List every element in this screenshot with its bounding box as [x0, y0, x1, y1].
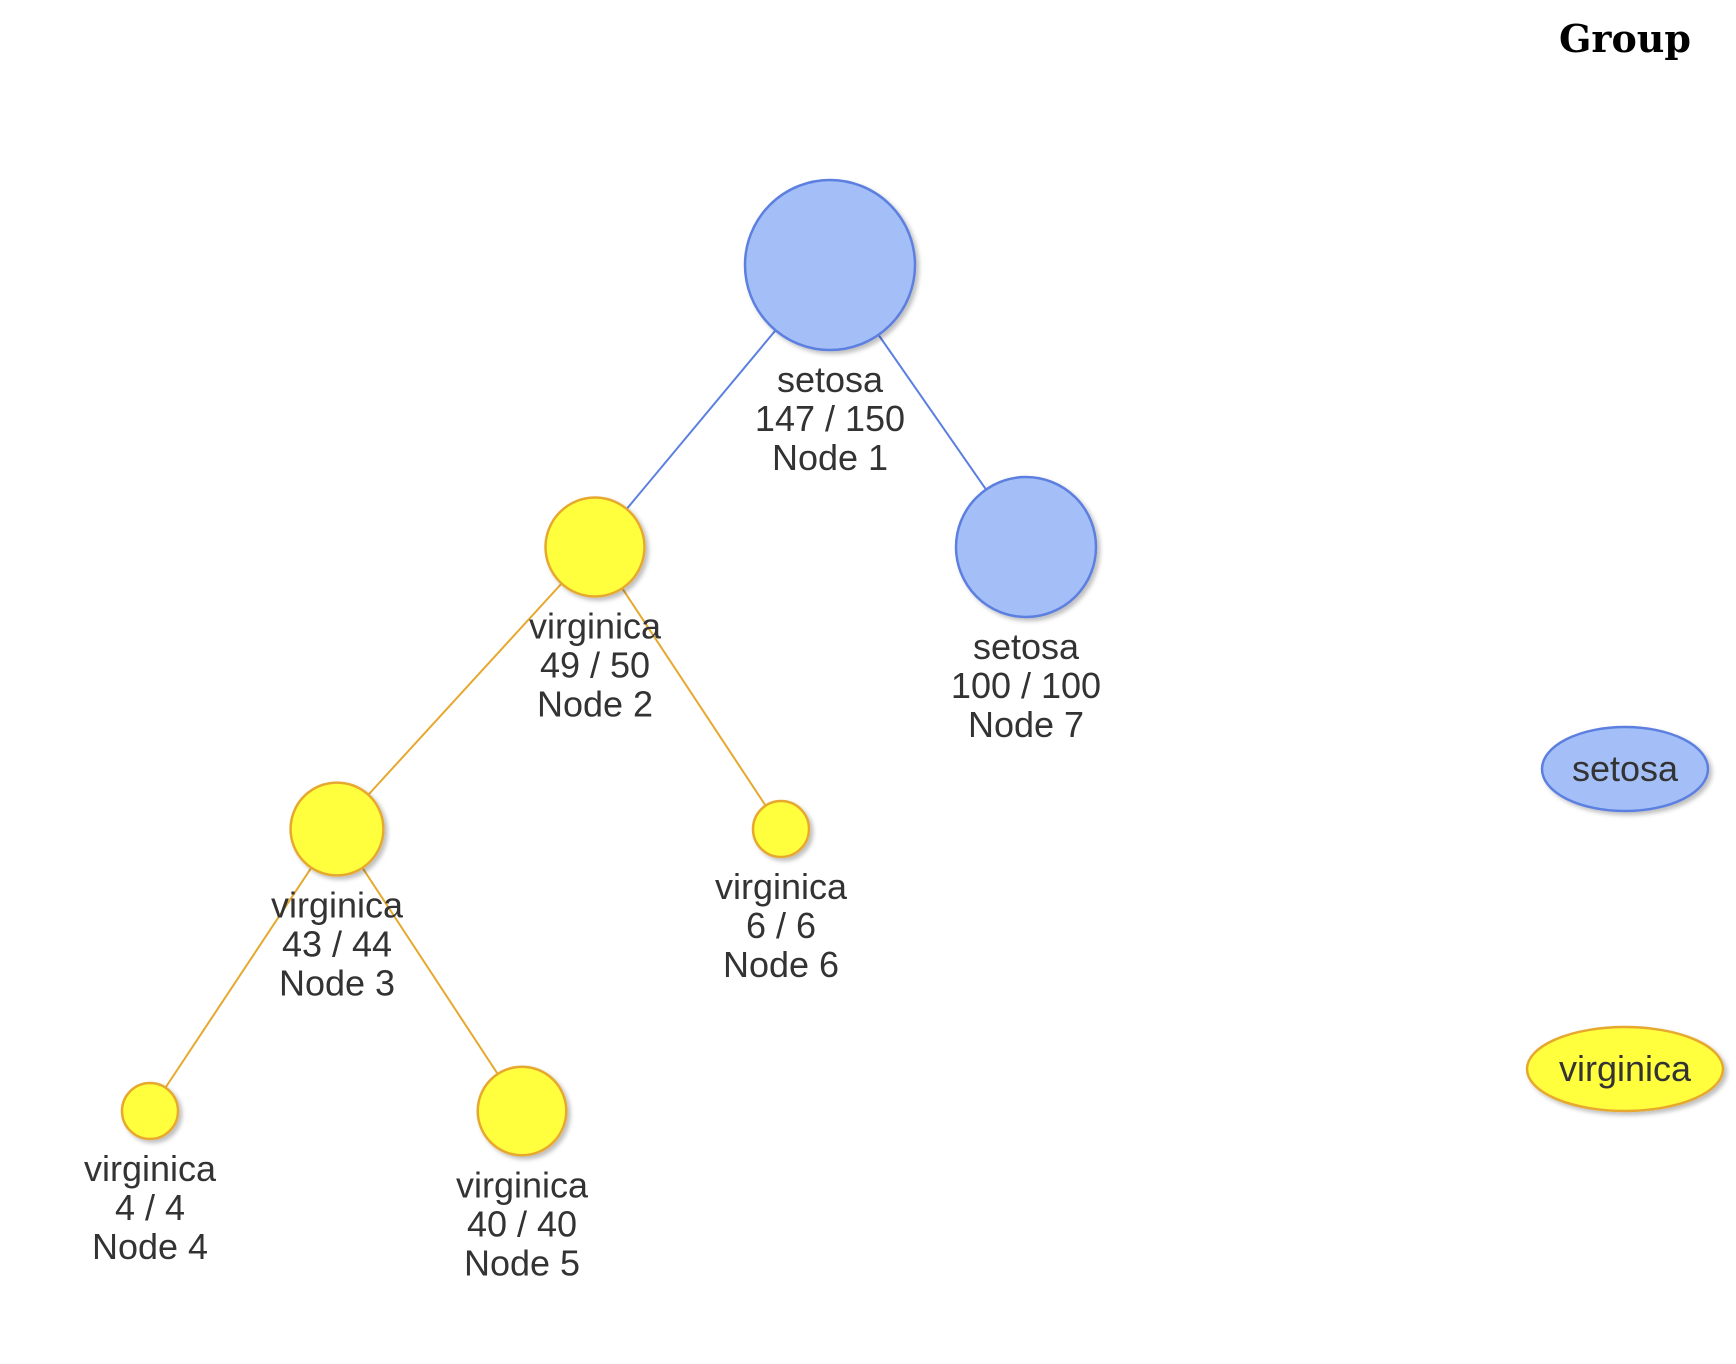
node-count-label: 100 / 100	[951, 665, 1101, 706]
edge-node-3-to-node-4	[149, 828, 338, 1112]
nodes-layer	[120, 178, 1098, 1157]
tree-node-7[interactable]	[954, 475, 1098, 619]
edge-node-2-to-node-3	[336, 546, 596, 830]
legend-label-setosa: setosa	[1572, 748, 1679, 789]
node-id-label: Node 5	[464, 1242, 580, 1283]
node-class-label: virginica	[529, 605, 662, 646]
legend-label-virginica: virginica	[1559, 1048, 1692, 1089]
node-id-label: Node 6	[723, 944, 839, 985]
node-class-label: setosa	[777, 359, 884, 400]
node-id-label: Node 2	[537, 683, 653, 724]
edge-node-3-to-node-5	[336, 828, 523, 1112]
tree-node-1[interactable]	[743, 178, 917, 352]
tree-node-3[interactable]	[289, 781, 385, 877]
node-class-label: setosa	[973, 626, 1080, 667]
legend: Group setosa virginica	[1525, 16, 1725, 1113]
node-class-label: virginica	[456, 1164, 589, 1205]
node-id-label: Node 3	[279, 962, 395, 1003]
legend-swatch-setosa	[1540, 725, 1710, 813]
tree-node-5[interactable]	[476, 1065, 568, 1157]
node-count-label: 147 / 150	[755, 398, 905, 439]
legend-item-setosa[interactable]: setosa	[1540, 725, 1710, 813]
node-id-label: Node 7	[968, 704, 1084, 745]
tree-node-6[interactable]	[751, 799, 811, 859]
tree-node-4[interactable]	[120, 1081, 180, 1141]
node-id-label: Node 1	[772, 437, 888, 478]
node-class-label: virginica	[271, 884, 404, 925]
tree-node-2[interactable]	[544, 496, 646, 598]
node-count-label: 49 / 50	[540, 644, 650, 685]
node-count-label: 6 / 6	[746, 905, 816, 946]
legend-item-virginica[interactable]: virginica	[1525, 1025, 1725, 1113]
edge-node-2-to-node-6	[594, 546, 782, 830]
node-id-label: Node 4	[92, 1226, 208, 1267]
legend-swatch-virginica	[1525, 1025, 1725, 1113]
node-count-label: 4 / 4	[115, 1187, 185, 1228]
node-class-label: virginica	[715, 866, 848, 907]
node-count-label: 40 / 40	[467, 1203, 577, 1244]
legend-title: Group	[1559, 16, 1691, 61]
node-count-label: 43 / 44	[282, 923, 392, 964]
node-class-label: virginica	[84, 1148, 217, 1189]
